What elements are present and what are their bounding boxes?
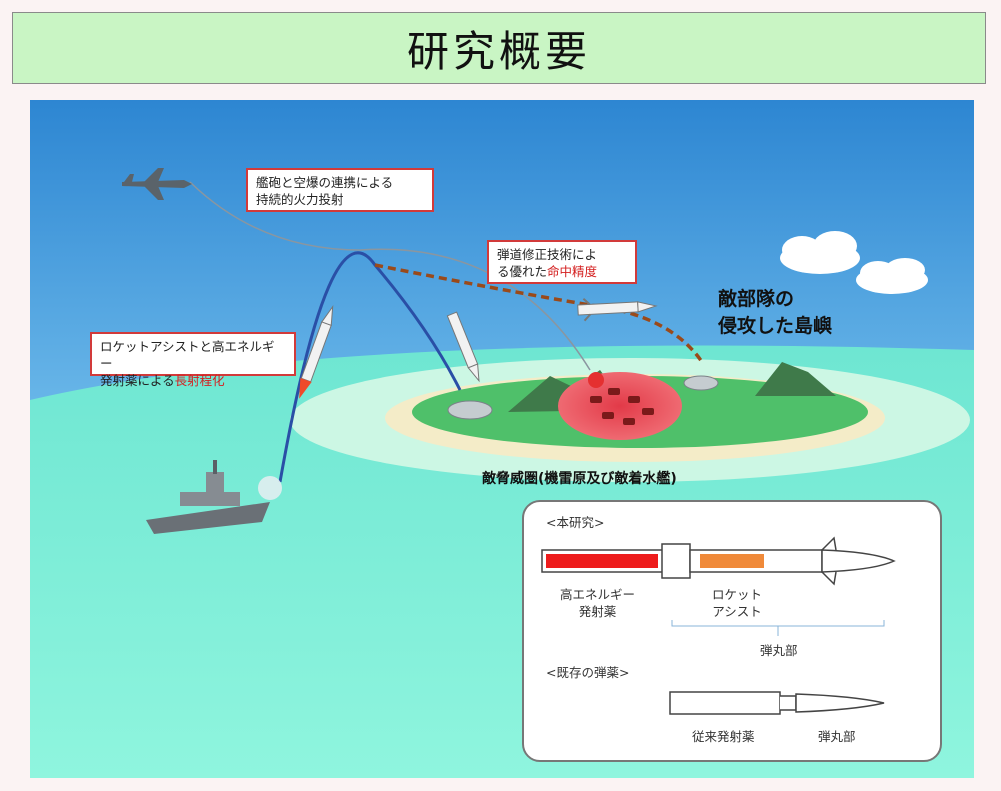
rocket-assist-label: ロケット アシスト bbox=[712, 586, 762, 620]
rising-shell bbox=[299, 304, 334, 399]
ammunition-comparison-panel: <本研究> 高エネルギー 発射薬 ロケット アシスト 弾丸部 <既存の弾薬> 従… bbox=[522, 500, 942, 762]
callout-accuracy-highlight: 命中精度 bbox=[547, 264, 598, 279]
new-shell bbox=[541, 536, 896, 586]
enemy-units bbox=[590, 388, 654, 425]
callout-accuracy-line2: る優れた命中精度 bbox=[497, 263, 627, 280]
guided-shell bbox=[577, 297, 658, 322]
page-title: 研究概要 bbox=[406, 26, 591, 76]
threat-zone bbox=[558, 372, 682, 440]
callout-long-range-prefix: 発射薬による bbox=[100, 373, 175, 388]
high-energy-line2: 発射薬 bbox=[578, 604, 617, 619]
callout-accuracy-prefix: る優れた bbox=[497, 264, 548, 279]
descending-shell bbox=[446, 311, 480, 383]
aircraft bbox=[122, 168, 192, 200]
clouds bbox=[780, 231, 928, 294]
ammunition-diagram bbox=[541, 536, 896, 715]
existing-warhead-label: 弾丸部 bbox=[818, 729, 856, 744]
callout-long-range-line2: 発射薬による長射程化 bbox=[100, 372, 286, 389]
conventional-propellant-label: 従来発射薬 bbox=[692, 729, 755, 744]
callout-accuracy: 弾道修正技術によ る優れた命中精度 bbox=[487, 240, 637, 284]
high-energy-propellant-label: 高エネルギー 発射薬 bbox=[560, 586, 635, 620]
aircraft-trail bbox=[189, 181, 591, 371]
scene-illustration: 艦砲と空爆の連携による 持続的火力投射 弾道修正技術によ る優れた命中精度 ロケ… bbox=[30, 100, 974, 778]
callout-sustained-fire-line1: 艦砲と空爆の連携による bbox=[256, 175, 394, 190]
high-energy-line1: 高エネルギー bbox=[560, 587, 636, 602]
ballistic-trajectory bbox=[278, 251, 462, 483]
callout-sustained-fire: 艦砲と空爆の連携による 持続的火力投射 bbox=[246, 168, 434, 212]
mountain-right bbox=[755, 362, 836, 396]
warhead-label: 弾丸部 bbox=[760, 643, 798, 658]
enemy-island-label: 敵部隊の 侵攻した島嶼 bbox=[718, 286, 832, 340]
explosion bbox=[588, 372, 604, 388]
callout-accuracy-line1: 弾道修正技術によ bbox=[497, 247, 598, 262]
enemy-island-label-line1: 敵部隊の bbox=[718, 288, 795, 310]
enemy-island-label-line2: 侵攻した島嶼 bbox=[718, 315, 833, 337]
warship bbox=[146, 460, 282, 534]
existing-ammunition-label: <既存の弾薬> bbox=[546, 665, 630, 680]
rocket-assist-line2: アシスト bbox=[712, 604, 762, 619]
guided-trajectory bbox=[374, 263, 704, 363]
rocket-assist-line1: ロケット bbox=[712, 587, 763, 602]
callout-sustained-fire-line2: 持続的火力投射 bbox=[256, 192, 344, 207]
threat-zone-label: 敵脅威圏(機雷原及び敵着水艦) bbox=[482, 471, 677, 487]
this-study-label: <本研究> bbox=[546, 515, 605, 530]
callout-long-range-highlight: 長射程化 bbox=[174, 373, 225, 388]
callout-long-range: ロケットアシストと高エネルギー 発射薬による長射程化 bbox=[90, 332, 296, 388]
warhead-bracket bbox=[671, 620, 885, 636]
callout-long-range-line1: ロケットアシストと高エネルギー bbox=[100, 339, 275, 371]
existing-shell bbox=[669, 691, 885, 715]
title-bar: 研究概要 bbox=[12, 12, 986, 84]
impact-ring-left bbox=[447, 400, 493, 420]
impact-ring-right bbox=[683, 375, 719, 391]
